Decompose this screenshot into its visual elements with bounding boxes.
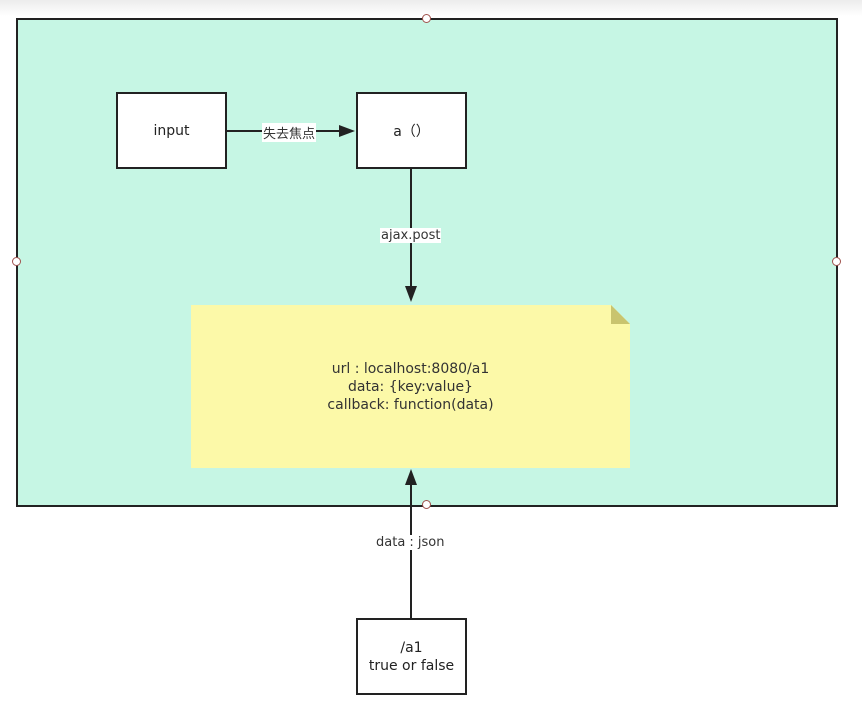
a1-endpoint-node[interactable]: /a1 true or false — [356, 618, 467, 695]
blur-edge-label: 失去焦点 — [262, 123, 317, 142]
response-arrow[interactable] — [405, 469, 417, 618]
a-function-node-label: a（） — [393, 123, 430, 140]
note-callback-line: callback: function(data) — [327, 396, 494, 413]
note-data-line: data: {key:value} — [348, 378, 473, 395]
input-node-label: input — [153, 122, 190, 139]
top-shadow — [0, 0, 862, 16]
a1-path-label: /a1 — [400, 639, 423, 656]
ajax-post-edge-label: ajax.post — [380, 228, 442, 243]
a-function-node[interactable]: a（） — [356, 92, 467, 169]
resize-handle-left[interactable] — [12, 257, 21, 266]
request-note[interactable]: url : localhost:8080/a1 data: {key:value… — [191, 305, 630, 468]
a1-result-label: true or false — [368, 657, 455, 674]
resize-handle-right[interactable] — [832, 257, 841, 266]
response-edge-label: data : json — [375, 535, 446, 550]
input-node[interactable]: input — [116, 92, 227, 169]
resize-handle-bottom[interactable] — [422, 500, 431, 509]
resize-handle-top[interactable] — [422, 14, 431, 23]
note-url-line: url : localhost:8080/a1 — [331, 360, 490, 377]
